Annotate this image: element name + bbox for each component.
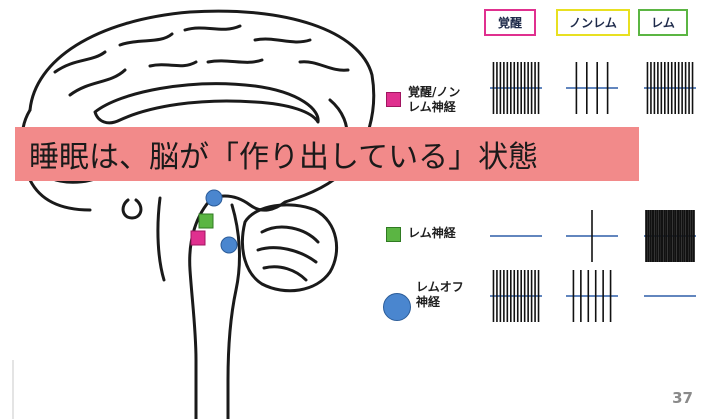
rem-neuron-legend-square xyxy=(386,227,401,242)
pituitary-outline xyxy=(121,198,143,220)
headline-text: 睡眠は、脳が「作り出している」状態 xyxy=(29,140,539,175)
state-header-wake: 覚醒 xyxy=(484,9,536,36)
rem-neuron-label: レム神経 xyxy=(408,226,456,240)
rem-off-neuron-marker-lower xyxy=(220,236,238,254)
state-label-wake: 覚醒 xyxy=(497,16,522,30)
wake-nonrem-neuron-marker xyxy=(190,230,206,246)
wake-nonrem-neuron-legend-square xyxy=(386,92,401,107)
wake-nonrem-neuron-label: 覚醒/ノン レム神経 xyxy=(408,85,461,114)
rem-off-neuron-label: レムオフ 神経 xyxy=(416,280,464,309)
state-label-rem: レム xyxy=(651,16,675,30)
cerebellum-outline xyxy=(240,203,339,293)
rem-off-neuron-legend-circle xyxy=(383,293,411,321)
headline-banner: 睡眠は、脳が「作り出している」状態 xyxy=(15,127,639,181)
page-number: 37 xyxy=(672,389,693,407)
corpus-callosum xyxy=(93,82,320,125)
state-header-nonrem: ノンレム xyxy=(556,9,630,36)
rem-neuron-marker xyxy=(198,213,214,229)
state-header-rem: レム xyxy=(638,9,688,36)
rem-off-neuron-marker-upper xyxy=(205,189,223,207)
state-label-nonrem: ノンレム xyxy=(569,16,617,30)
